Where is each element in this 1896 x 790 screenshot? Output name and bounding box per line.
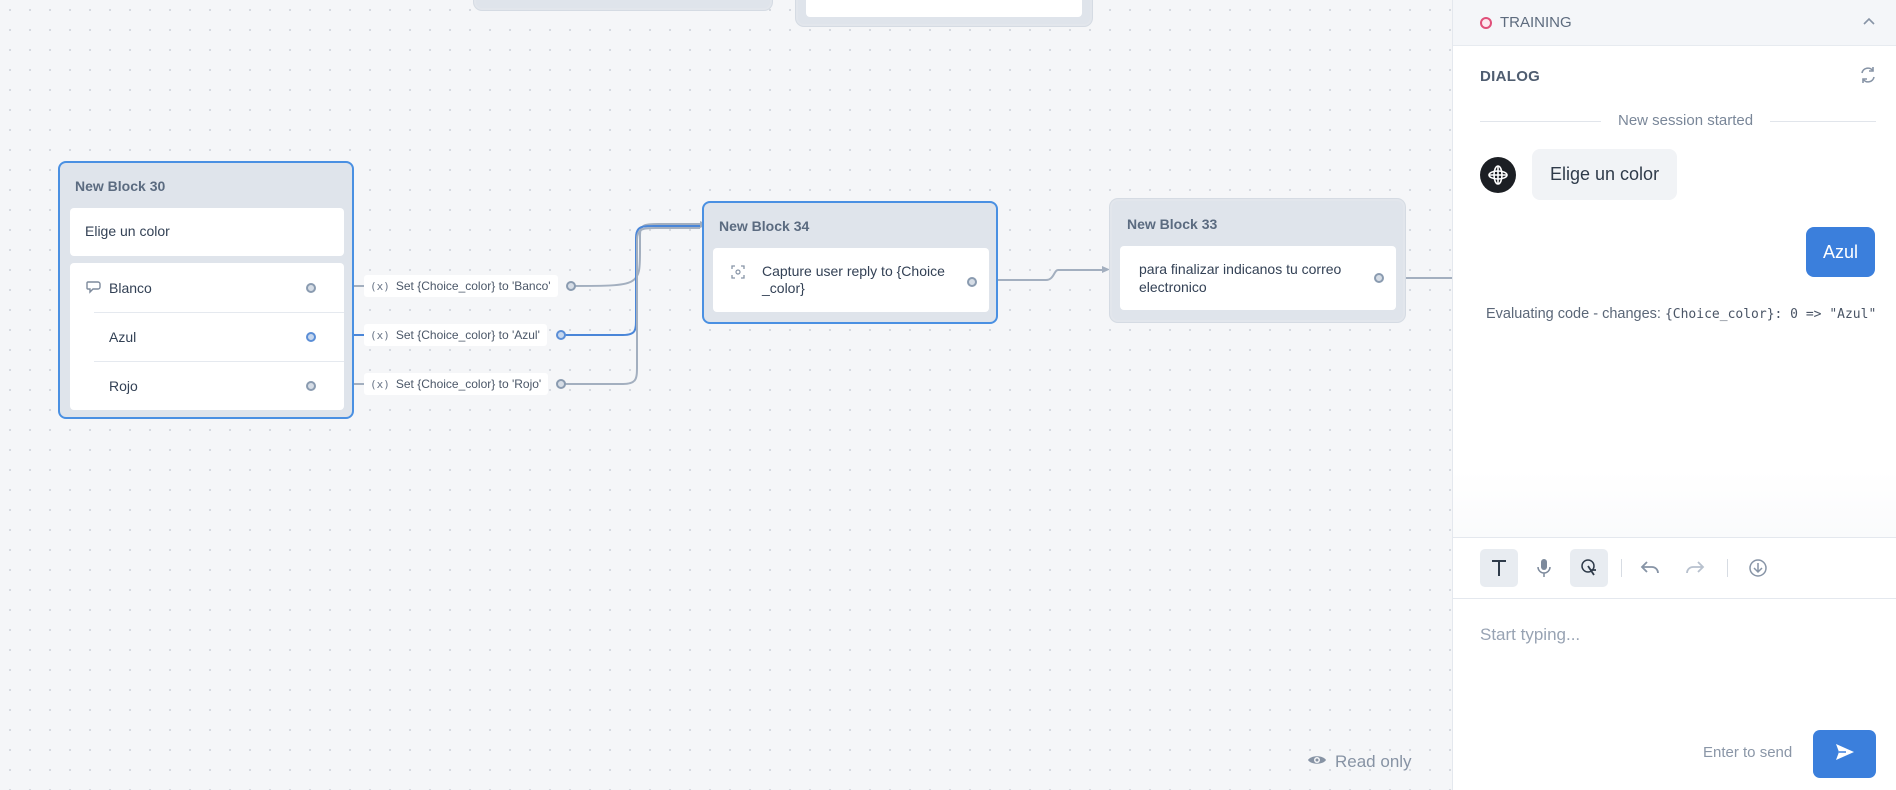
chat-input[interactable] (1480, 625, 1860, 645)
preview-panel: TRAINING DIALOG New session started Elig… (1452, 0, 1896, 790)
enter-to-send-hint: Enter to send (1703, 744, 1793, 761)
refresh-icon[interactable] (1859, 66, 1877, 90)
edge-label-blanco-text: Set {Choice_color} to 'Banco' (395, 279, 551, 293)
bot-message-bubble: Elige un color (1532, 149, 1678, 200)
panel-fade (1453, 470, 1896, 537)
edge-label-rojo-text: Set {Choice_color} to 'Rojo' (395, 377, 542, 391)
edge-rojo-to-block34 (560, 227, 700, 385)
edge-blanco-to-block34 (570, 223, 700, 287)
choice-rojo[interactable]: Rojo (95, 361, 344, 410)
block-34-capture-text: Capture user reply to {Choice _color} (762, 263, 945, 296)
choice-divider (94, 361, 344, 362)
input-toolbar (1453, 537, 1896, 599)
choice-divider (94, 312, 344, 313)
undo-icon[interactable] (1631, 549, 1669, 587)
edge-label-rojo-port[interactable] (556, 379, 566, 389)
training-bar[interactable]: TRAINING (1453, 0, 1896, 46)
block-partial-right-card (806, 0, 1082, 17)
download-icon[interactable] (1739, 549, 1777, 587)
toolbar-divider (1621, 559, 1622, 577)
microphone-icon[interactable] (1525, 549, 1563, 587)
message-icon (86, 279, 102, 295)
variable-icon: (x) (370, 377, 390, 391)
edge-azul-to-block34 (560, 225, 700, 336)
toolbar-divider (1727, 559, 1728, 577)
edge-label-blanco[interactable]: (x) Set {Choice_color} to 'Banco' (364, 275, 558, 297)
variable-icon: (x) (370, 279, 390, 293)
block-33-output-port[interactable] (1374, 273, 1384, 283)
choice-rojo-port[interactable] (306, 381, 316, 391)
eye-icon (1307, 752, 1327, 772)
bot-logo-icon (1480, 157, 1516, 193)
block-partial-left[interactable] (474, 0, 772, 10)
choice-azul[interactable]: Azul (95, 312, 344, 361)
redo-icon[interactable] (1676, 549, 1714, 587)
read-only-indicator: Read only (1307, 752, 1412, 772)
block-34-title: New Block 34 (719, 218, 810, 234)
block-33-message-card[interactable]: para finalizar indicanos tu correo elect… (1120, 246, 1396, 310)
touch-icon[interactable] (1570, 549, 1608, 587)
evaluation-log: Evaluating code - changes: {Choice_color… (1486, 306, 1876, 322)
block-33[interactable]: New Block 33 para finalizar indicanos tu… (1110, 199, 1405, 322)
evaluation-log-prefix: Evaluating code - changes: (1486, 306, 1661, 322)
evaluation-log-code: {Choice_color}: 0 => "Azul" (1664, 307, 1877, 322)
choice-blanco[interactable]: Blanco (95, 263, 344, 312)
block-partial-right[interactable] (796, 0, 1092, 26)
edge-label-azul[interactable]: (x) Set {Choice_color} to 'Azul' (364, 324, 547, 346)
text-mode-icon[interactable] (1480, 549, 1518, 587)
chat-input-area[interactable] (1480, 625, 1860, 645)
choice-blanco-port[interactable] (306, 283, 316, 293)
send-icon (1835, 743, 1855, 766)
block-30-message-card[interactable]: Elige un color (70, 208, 344, 256)
block-30-choices-card: Blanco Azul Rojo (70, 263, 344, 410)
training-label: TRAINING (1500, 14, 1572, 31)
user-message-bubble: Azul (1806, 227, 1875, 277)
session-started-label: New session started (1601, 112, 1771, 129)
training-status-dot (1480, 16, 1492, 29)
choice-blanco-label: Blanco (109, 279, 152, 296)
read-only-label: Read only (1335, 752, 1412, 771)
edge-label-blanco-port[interactable] (566, 281, 576, 291)
arrow-to-block33 (1102, 266, 1110, 273)
edge-label-azul-text: Set {Choice_color} to 'Azul' (395, 328, 540, 342)
edge-label-azul-port[interactable] (556, 330, 566, 340)
capture-icon (730, 264, 746, 283)
variable-icon: (x) (370, 328, 390, 342)
block-30-title: New Block 30 (75, 178, 166, 194)
block-33-message: para finalizar indicanos tu correo elect… (1139, 261, 1342, 295)
block-34[interactable]: New Block 34 Capture user reply to {Choi… (702, 201, 998, 324)
send-button[interactable] (1813, 730, 1876, 778)
block-34-capture-card[interactable]: Capture user reply to {Choice _color} (713, 248, 989, 312)
choice-rojo-label: Rojo (109, 377, 138, 394)
choice-azul-label: Azul (109, 328, 137, 345)
block-33-title: New Block 33 (1127, 216, 1218, 232)
edge-label-rojo[interactable]: (x) Set {Choice_color} to 'Rojo' (364, 373, 549, 395)
choice-azul-port[interactable] (306, 332, 316, 342)
block-30[interactable]: New Block 30 Elige un color Blanco Azul … (58, 161, 354, 419)
block-34-output-port[interactable] (967, 277, 977, 287)
block-30-message: Elige un color (85, 223, 170, 239)
chevron-up-icon[interactable] (1862, 13, 1876, 29)
dialog-heading: DIALOG (1480, 68, 1541, 85)
flow-canvas[interactable]: New Block 30 Elige un color Blanco Azul … (0, 0, 1452, 790)
